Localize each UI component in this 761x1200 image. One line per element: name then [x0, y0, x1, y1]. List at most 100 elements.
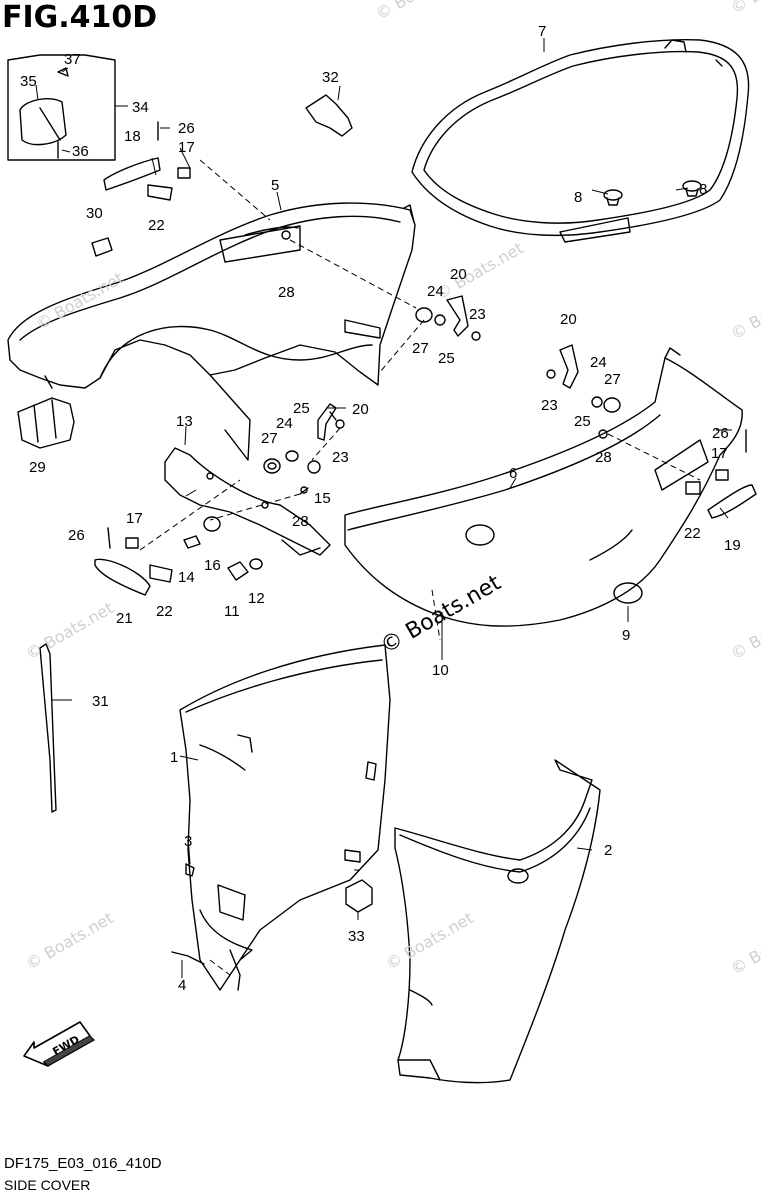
clip-22b: [685, 481, 701, 495]
callout-1: 1: [170, 749, 178, 766]
callout-27c: 27: [412, 340, 429, 357]
latch-17b: [715, 469, 729, 481]
callout-22a: 22: [156, 603, 173, 620]
collar-15: [307, 460, 321, 474]
bolt-28b: [598, 429, 608, 439]
bolt-4: [171, 951, 205, 965]
lower-side-cover-1: [179, 644, 391, 991]
callout-6: 6: [509, 465, 517, 482]
plug-11: [227, 561, 249, 581]
callout-21: 21: [116, 610, 133, 627]
callout-23b: 23: [541, 397, 558, 414]
callout-27a: 27: [261, 430, 278, 447]
seal-ring-7: [411, 38, 750, 243]
grommet-27b: [603, 397, 621, 413]
callout-30: 30: [86, 205, 103, 222]
plug-30: [91, 237, 113, 257]
watermark-faint-7: © Boats.net: [728, 0, 761, 17]
callout-33: 33: [348, 928, 365, 945]
watermark-faint-6: © Boats.net: [373, 0, 467, 23]
callout-34: 34: [132, 99, 149, 116]
plug-32: [305, 94, 353, 137]
callout-13: 13: [176, 413, 193, 430]
callout-24b: 24: [590, 354, 607, 371]
latch-19: [707, 484, 757, 519]
callout-3: 3: [184, 833, 192, 850]
watermark-faint-9: © Boats.net: [728, 598, 761, 663]
callout-19: 19: [724, 537, 741, 554]
callout-2: 2: [604, 842, 612, 859]
callout-26a: 26: [68, 527, 85, 544]
plug-9: [613, 582, 643, 604]
side-cover-5: [7, 202, 416, 461]
callout-5: 5: [271, 177, 279, 194]
callout-8b: 8: [699, 181, 707, 198]
watermark-faint-10: © Boats.net: [728, 913, 761, 978]
grommet-29: [17, 397, 75, 449]
grommet-16: [203, 516, 221, 532]
latch-21: [94, 558, 151, 596]
callout-18: 18: [124, 128, 141, 145]
callout-37: 37: [64, 51, 81, 68]
callout-23c: 23: [469, 306, 486, 323]
callout-17a: 17: [126, 510, 143, 527]
bracket-20b: [559, 344, 579, 389]
forward-arrow-icon: FWD: [23, 1021, 95, 1067]
bolt-23c: [471, 331, 481, 341]
callout-14: 14: [178, 569, 195, 586]
washer-12: [249, 558, 263, 570]
callout-26b: 26: [712, 425, 729, 442]
tie-31: [39, 643, 57, 813]
latch-17c: [177, 167, 191, 179]
callout-28c: 28: [278, 284, 295, 301]
clip-22a: [149, 564, 173, 583]
callout-17c: 17: [178, 139, 195, 156]
watermark-faint-8: © Boats.net: [728, 278, 761, 343]
callout-20c: 20: [450, 266, 467, 283]
callout-10: 10: [432, 662, 449, 679]
callout-16: 16: [204, 557, 221, 574]
bolt-28a: [300, 486, 308, 494]
washer-24a: [285, 450, 299, 462]
callout-31: 31: [92, 693, 109, 710]
callout-24c: 24: [427, 283, 444, 300]
bolt-23a: [335, 419, 345, 429]
figure-name: SIDE COVER: [4, 1177, 91, 1193]
callout-15: 15: [314, 490, 331, 507]
bolt-23b: [546, 369, 556, 379]
callout-22b: 22: [684, 525, 701, 542]
washer-24c: [434, 314, 446, 326]
callout-25a: 25: [293, 400, 310, 417]
figure-code: DF175_E03_016_410D: [4, 1155, 162, 1172]
callout-26c: 26: [178, 120, 195, 137]
callout-29: 29: [29, 459, 46, 476]
watermark-main: © Boats.net: [377, 570, 506, 659]
bolt-3: [185, 863, 195, 877]
clip-37: [57, 67, 69, 77]
callout-25b: 25: [574, 413, 591, 430]
latch-18: [103, 157, 161, 191]
callout-12: 12: [248, 590, 265, 607]
grommet-8b: [682, 180, 702, 192]
watermark-faint-2: © Boats.net: [433, 238, 527, 303]
bolt-28c: [281, 230, 291, 240]
callout-9: 9: [622, 627, 630, 644]
callout-4: 4: [178, 977, 186, 994]
figure-title: FIG.410D: [2, 0, 158, 35]
callout-36: 36: [72, 143, 89, 160]
callout-7: 7: [538, 23, 546, 40]
bracket-20c: [446, 295, 469, 337]
grommet-8a: [603, 189, 623, 201]
callout-23a: 23: [332, 449, 349, 466]
pin-26a: [107, 527, 111, 549]
latch-17a: [125, 537, 139, 549]
watermark-faint-5: © Boats.net: [383, 908, 477, 973]
callout-20a: 20: [352, 401, 369, 418]
watermark-faint-4: © Boats.net: [23, 908, 117, 973]
side-cover-6: [344, 347, 743, 627]
callout-25c: 25: [438, 350, 455, 367]
grommet-27c: [415, 307, 433, 323]
callout-11: 11: [224, 603, 240, 620]
callout-22c: 22: [148, 217, 165, 234]
